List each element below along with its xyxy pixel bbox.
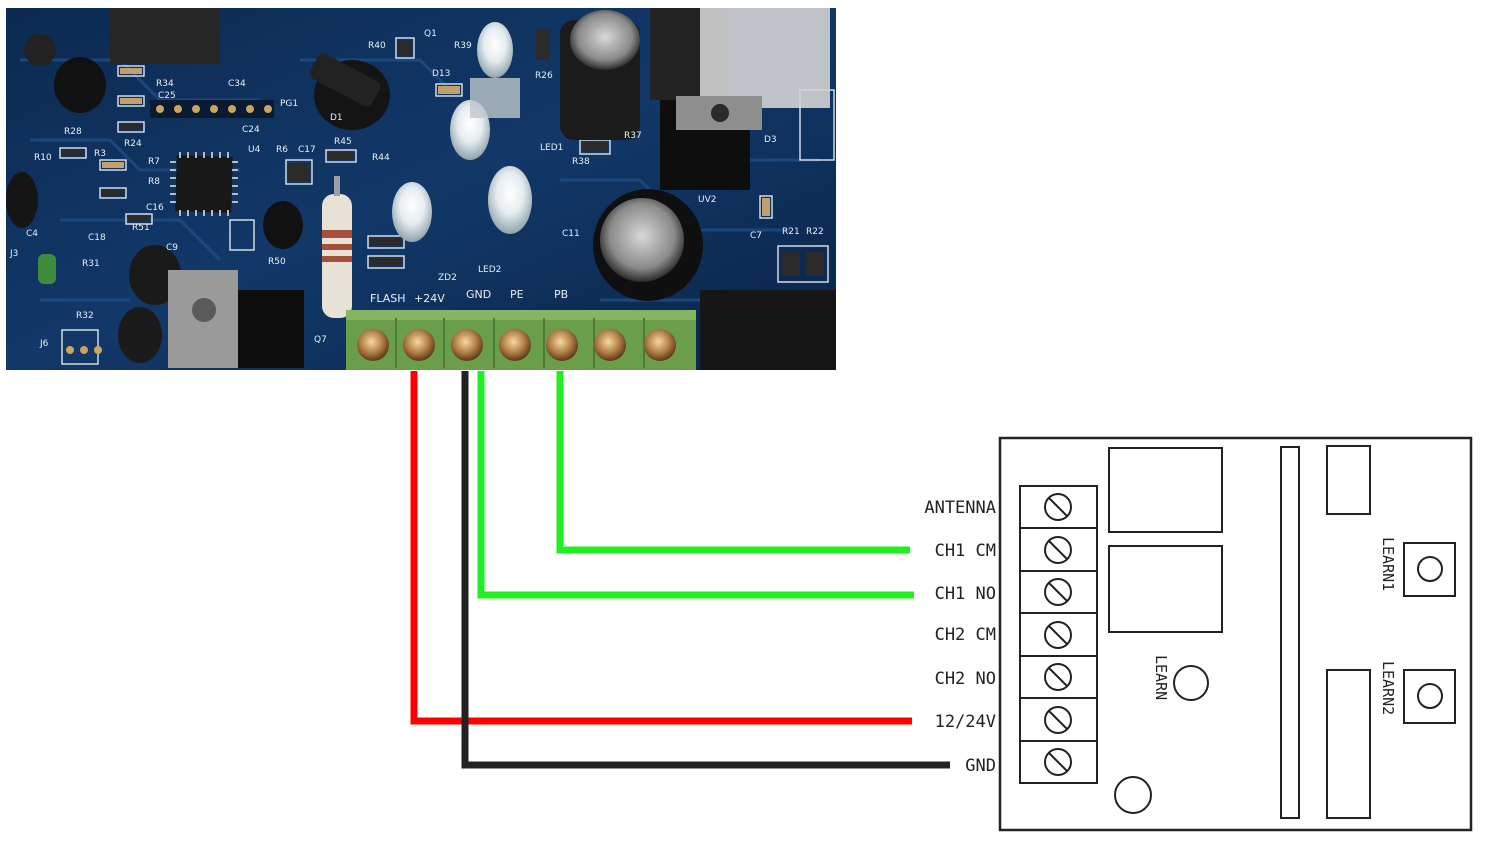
learn1-label: LEARN1 [1379,537,1397,591]
pcb-ref: C7 [750,231,762,241]
pcb-terminal-block [346,310,696,370]
relay-2 [1108,545,1223,633]
pcb-ref: R21 [782,227,800,237]
pcb-ref: R26 [535,71,553,81]
learn-led-label: LEARN [1152,655,1170,700]
pcb-ref: R31 [82,259,100,269]
pcb-terminal-label-pb: PB [554,288,568,301]
pcb-ref: LED1 [540,143,563,153]
pcb-ref: Q7 [314,335,327,345]
terminal-label-antenna: ANTENNA [924,498,996,518]
pcb-terminal-label-pe: PE [510,288,524,301]
pcb-ref: R40 [368,41,386,51]
pcb-ref: C9 [166,243,178,253]
pcb-leds [392,22,532,242]
pcb-ref: R10 [34,153,52,163]
wire-red-24v [410,371,912,725]
learn-led [1173,665,1209,701]
pcb-ref: R24 [124,139,142,149]
component-block-bottom [1326,669,1371,819]
pcb-ref: C18 [88,233,106,243]
wire-green-pe [477,371,914,599]
pcb-ref: R3 [94,149,106,159]
pcb-ref: J3 [9,249,18,259]
pcb-power-resistor [322,176,352,318]
pcb-ref: R22 [806,227,824,237]
pcb-terminal-label-24v: +24V [414,292,445,305]
pcb-microcontroller [170,152,238,216]
terminal-label-12-24v: 12/24V [935,712,996,732]
pcb-ref: D1 [330,113,343,123]
pcb-ref: R39 [454,41,472,51]
learn2-label: LEARN2 [1379,661,1397,715]
pcb-header-pins [66,100,274,354]
pcb-ref: R38 [572,157,590,167]
pcb-photo: R40 Q1 R39 R26 D13 R34 C25 C34 R45 C17 R… [6,8,836,370]
pcb-ref: D13 [432,69,450,79]
pcb-ref: C17 [298,145,316,155]
pcb-ref: R8 [148,177,160,187]
wires [410,371,950,769]
pcb-terminal-label-flash: FLASH [370,292,406,305]
learn1-button[interactable] [1403,542,1456,597]
learn2-button[interactable] [1403,669,1456,724]
pcb-ref: C25 [158,91,176,101]
pcb-ref: C11 [562,229,580,239]
pcb-ref: R45 [334,137,352,147]
pcb-regulators [168,96,836,370]
receiver-module: LEARN LEARN1 LEARN2 [998,436,1473,832]
relay-1 [1108,447,1223,533]
pcb-diode [309,53,381,107]
pcb-ref: C34 [228,79,246,89]
terminal-label-ch2-cm: CH2 CM [935,625,996,645]
pcb-ref: U4 [248,145,261,155]
terminal-label-gnd: GND [965,756,996,776]
pcb-ref: R7 [148,157,160,167]
pcb-ref: R51 [132,223,150,233]
terminal-label-ch1-cm: CH1 CM [935,541,996,561]
pcb-ref: R34 [156,79,174,89]
pcb-ref: C24 [242,125,260,135]
pcb-ref: J6 [39,339,49,349]
pcb-ref: PG1 [280,99,298,109]
pcb-ref: R6 [276,145,288,155]
pcb-terminal-label-gnd: GND [466,288,491,301]
wire-black-gnd [461,371,950,769]
pcb-ref: Q1 [424,29,437,39]
pcb-ref: R37 [624,131,642,141]
pcb-ref: R32 [76,311,94,321]
pcb-inductor [38,254,56,284]
pcb-ref: UV2 [698,195,716,205]
pcb-ref: C16 [146,203,164,213]
pcb-ref: ZD2 [438,273,457,283]
mounting-hole [1114,776,1152,814]
terminal-label-ch1-no: CH1 NO [935,584,996,604]
pcb-ref: C4 [26,229,38,239]
receiver-terminal-labels: ANTENNA CH1 CM CH1 NO CH2 CM CH2 NO 12/2… [924,498,996,776]
wire-green-pb [556,371,910,554]
component-block-top [1326,445,1371,515]
antenna-strip [1280,446,1300,819]
receiver-terminal-strip [1019,485,1098,784]
pcb-transistor [263,201,303,249]
pcb-ref: R28 [64,127,82,137]
pcb-ref: D3 [764,135,777,145]
pcb-capacitors [6,8,830,363]
terminal-label-ch2-no: CH2 NO [935,669,996,689]
pcb-silkscreen-text: R40 Q1 R39 R26 D13 R34 C25 C34 R45 C17 R… [9,29,824,349]
pcb-ref: R50 [268,257,286,267]
pcb-ref: R44 [372,153,390,163]
pcb-ref: LED2 [478,265,501,275]
